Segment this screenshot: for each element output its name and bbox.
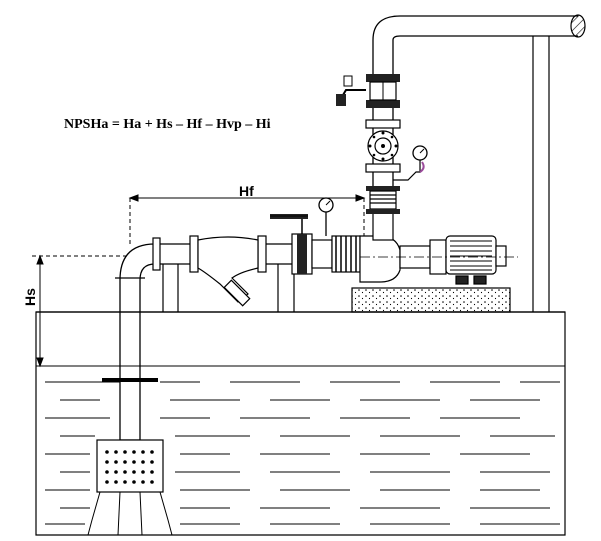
support-column (532, 36, 550, 312)
water-level-lines (36, 365, 565, 525)
npsha-formula: NPSHa = Ha + Hs – Hf – Hvp – Hi (64, 117, 271, 132)
pump-icon (359, 209, 447, 283)
gate-valve-icon (336, 74, 400, 108)
sump-tank (35, 311, 566, 536)
suction-pipe (115, 243, 156, 440)
pipe-end (570, 14, 586, 38)
hf-dimension (128, 194, 366, 244)
discharge-riser (372, 15, 578, 210)
hs-label: Hs (22, 288, 38, 306)
pressure-gauge-icon (318, 197, 334, 236)
hf-label: Hf (239, 183, 254, 199)
hs-dimension (32, 254, 130, 368)
concrete-base (351, 287, 511, 313)
support-flange (102, 378, 158, 382)
motor-icon (445, 235, 507, 285)
foot-valve-icon (87, 439, 173, 536)
reducer (311, 235, 361, 273)
gate-valve-icon (270, 214, 313, 275)
check-valve-icon (365, 119, 401, 173)
pressure-gauge-icon (393, 145, 428, 181)
expansion-joint (366, 186, 400, 214)
y-strainer-icon (197, 236, 259, 307)
